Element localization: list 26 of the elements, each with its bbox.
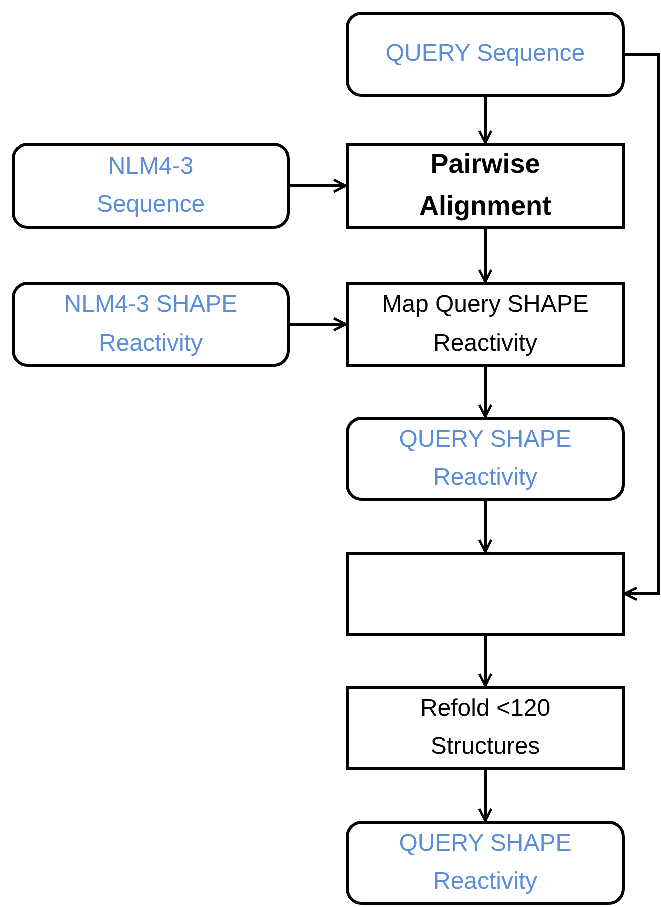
arrow xyxy=(624,53,660,602)
arrow xyxy=(478,229,493,284)
node-label: QUERY SHAPE Reactivity xyxy=(398,424,573,493)
process-box xyxy=(346,143,625,229)
node-label: QUERY Sequence xyxy=(386,39,586,70)
arrow xyxy=(290,178,348,194)
node-label: NLM4-3 Sequence xyxy=(96,152,206,220)
arrow xyxy=(478,367,493,418)
data-box xyxy=(346,417,625,501)
process-box xyxy=(346,282,625,367)
process-box xyxy=(346,552,625,636)
node-label: NLM4-3 SHAPE Reactivity xyxy=(63,290,239,358)
arrow xyxy=(478,770,493,822)
arrow xyxy=(478,636,493,688)
data-box xyxy=(346,821,625,905)
data-box xyxy=(12,143,290,229)
arrow xyxy=(478,97,493,144)
data-box xyxy=(12,282,290,367)
arrow xyxy=(478,501,493,554)
node-label: QUERY SHAPE Reactivity xyxy=(398,828,573,897)
node-label: Pairwise Alignment xyxy=(418,148,552,223)
data-box xyxy=(346,12,625,97)
arrow xyxy=(290,317,348,332)
process-box xyxy=(346,686,625,770)
node-label: Refold <120 Structures xyxy=(419,694,552,762)
node-label: Map Query SHAPE Reactivity xyxy=(381,290,590,358)
